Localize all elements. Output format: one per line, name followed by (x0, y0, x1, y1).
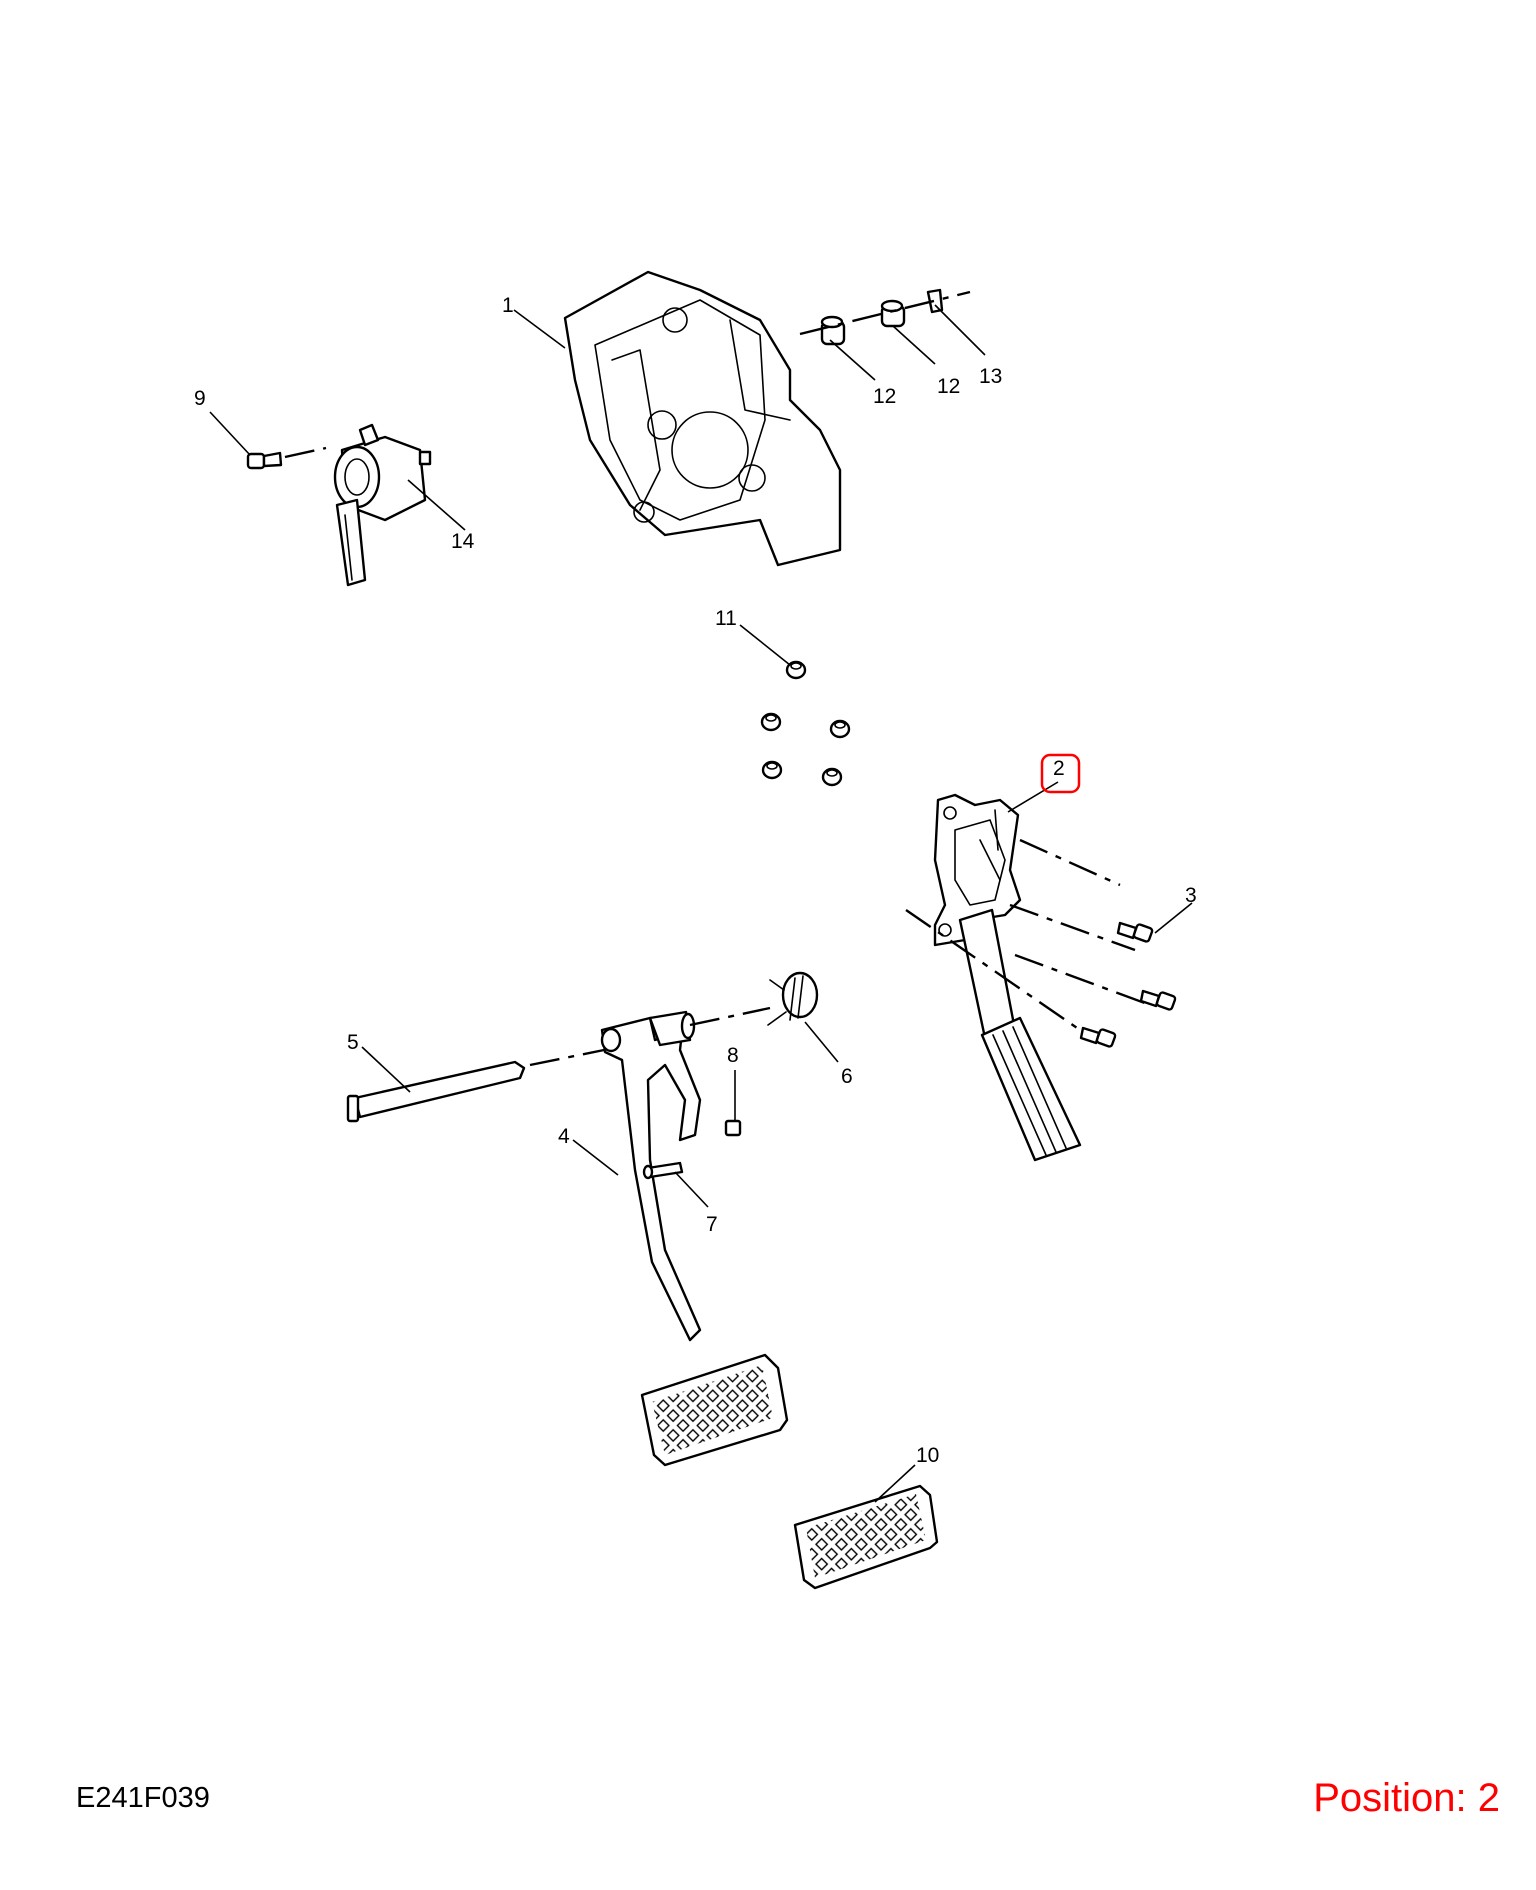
pedal-box-bracket (563, 270, 842, 567)
nut-5 (821, 767, 843, 787)
small-bushing (724, 1119, 742, 1137)
brake-pedal-pad (640, 1353, 789, 1467)
callout-13: 13 (979, 365, 1002, 388)
accel-bolt-3 (1079, 1026, 1117, 1048)
accel-bolt-2 (1139, 989, 1177, 1011)
selected-callout-highlight (1040, 753, 1081, 794)
callout-6: 6 (841, 1065, 853, 1088)
nut-4 (761, 760, 783, 780)
leader-lines (209, 304, 1193, 1503)
pivot-pin (346, 1060, 526, 1123)
callout-4: 4 (558, 1125, 570, 1148)
callout-12b: 12 (937, 375, 960, 398)
accelerator-pedal-module (933, 793, 1082, 1162)
callout-7: 7 (706, 1213, 718, 1236)
bushing-right (880, 299, 906, 328)
brake-pedal-arm (600, 1010, 702, 1342)
nut-2 (760, 712, 782, 732)
pedal-switch (333, 423, 432, 587)
callout-12a: 12 (873, 385, 896, 408)
retaining-clip (926, 288, 944, 314)
callout-9: 9 (194, 387, 206, 410)
bushing-left (820, 315, 846, 346)
accel-bolt-1 (1116, 921, 1154, 943)
switch-bolt (246, 451, 283, 470)
callout-1: 1 (502, 294, 514, 317)
return-spring (767, 971, 819, 1026)
callout-8: 8 (727, 1044, 739, 1067)
nut-3 (829, 719, 851, 739)
drawing-code: E241F039 (76, 1782, 210, 1814)
callout-11: 11 (715, 607, 737, 630)
callout-10: 10 (916, 1444, 939, 1467)
callout-14: 14 (451, 530, 475, 553)
pedal-pad-cover (793, 1484, 939, 1590)
callout-2: 2 (1053, 757, 1065, 780)
position-label: Position: 2 (1313, 1776, 1500, 1820)
callout-3: 3 (1185, 884, 1197, 907)
callout-5: 5 (347, 1031, 359, 1054)
nut-1 (785, 660, 807, 680)
stop-pin (642, 1161, 684, 1180)
